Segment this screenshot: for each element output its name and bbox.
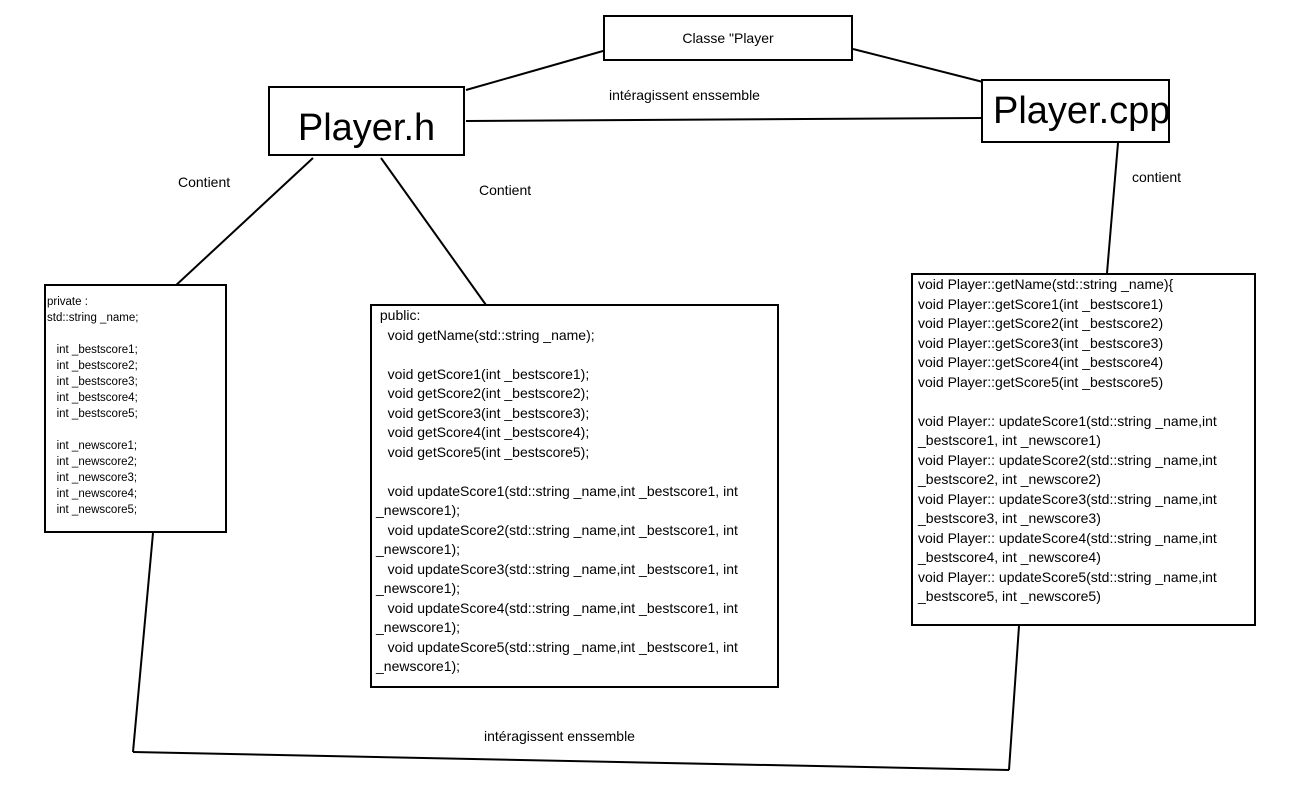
public-methods-text: public: void getName(std::string _name);… (376, 307, 738, 674)
implementation-text: void Player::getName(std::string _name){… (918, 276, 1217, 604)
edge-classe-to-player-h (465, 48, 611, 91)
player-cpp-label: Player.cpp (993, 89, 1171, 132)
edge-player-h-to-player-cpp (465, 117, 984, 122)
implementation-box: void Player::getName(std::string _name){… (911, 273, 1256, 626)
public-methods-box: public: void getName(std::string _name);… (370, 304, 779, 688)
edge-player-cpp-to-impl (1106, 142, 1119, 274)
player-cpp-box: Player.cpp (981, 79, 1170, 143)
private-members-text: private : std::string _name; int _bestsc… (47, 296, 139, 516)
edge-label-bottom: intéragissent enssemble (484, 728, 635, 744)
edge-private-down (132, 532, 154, 753)
player-h-box: Player.h (268, 86, 465, 156)
edge-player-h-to-public (380, 157, 487, 306)
player-h-label: Player.h (297, 106, 436, 149)
edge-impl-down (1008, 625, 1020, 771)
edge-label-contient-public: Contient (479, 182, 532, 198)
edge-label-contient-cpp: contient (1132, 169, 1182, 185)
edge-label-contient-private: Contient (178, 174, 231, 190)
edge-classe-to-player-cpp (852, 48, 984, 83)
edge-player-h-to-private (172, 157, 314, 289)
class-player-box: Classe "Player (603, 15, 853, 61)
edge-label-h-cpp: intéragissent enssemble (609, 87, 760, 103)
class-player-label: Classe "Player (682, 30, 774, 46)
private-members-box: private : std::string _name; int _bestsc… (44, 284, 227, 533)
edge-bottom-link (132, 751, 1010, 771)
